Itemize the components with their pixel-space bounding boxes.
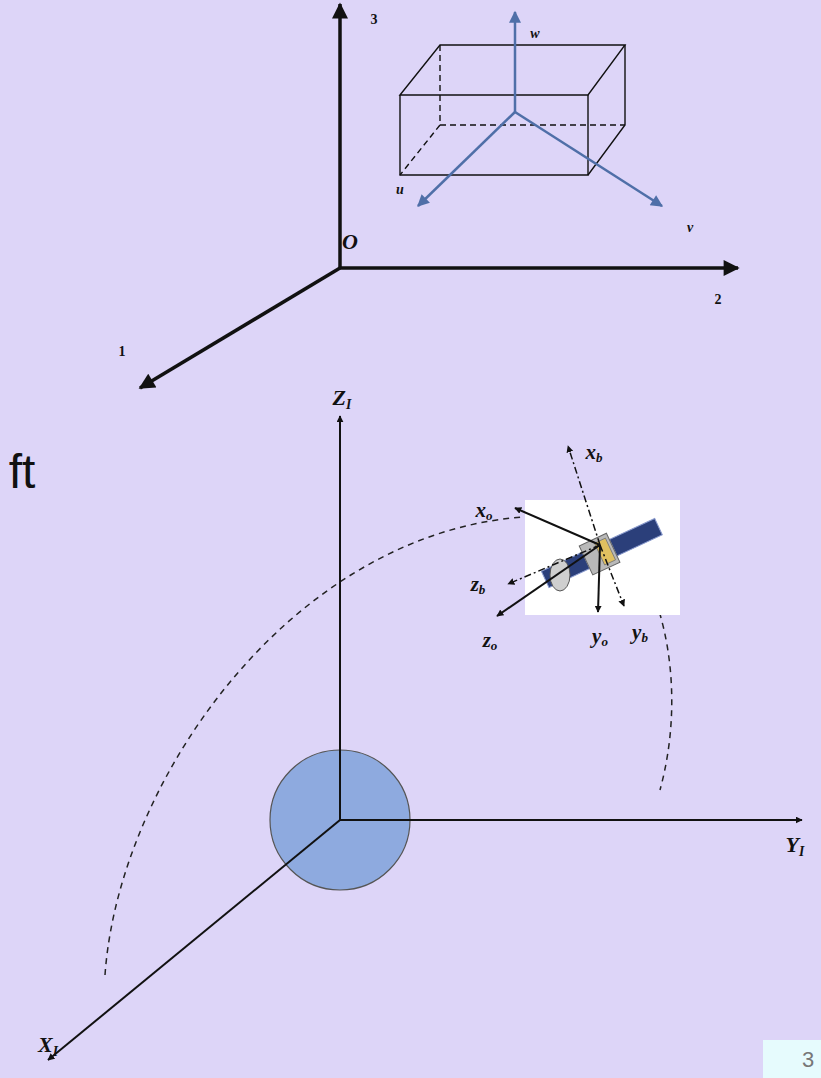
axis-name: xb [585,442,602,463]
axis-number: 2 [715,293,722,307]
satellite-picture [525,500,680,615]
axis-name: zo [483,630,498,651]
origin-name: O [342,231,358,253]
orbit-frame-axes [497,508,600,616]
axis-name: u [396,183,404,197]
axis-name: xo [475,500,492,521]
axis-number: 3 [371,13,378,27]
reference-axes [140,4,738,388]
axis-name: w [530,27,539,41]
axis-name: v [687,221,693,235]
cut-text: ft [9,448,36,496]
axis-name: ZI [333,387,352,409]
axis-number: 1 [119,345,126,359]
inertial-axes [48,416,802,1060]
axis-name: yo [592,626,608,647]
axis-name: XI [38,1034,58,1056]
axis-name: yb [632,622,648,643]
body-frame-axes [508,446,624,606]
axis-name: zb [471,574,486,595]
axis-name: YI [786,834,805,856]
page-number-tab [763,1040,821,1078]
body-axes [418,12,662,206]
box-body [400,45,625,175]
page-number: 3 [802,1049,814,1071]
